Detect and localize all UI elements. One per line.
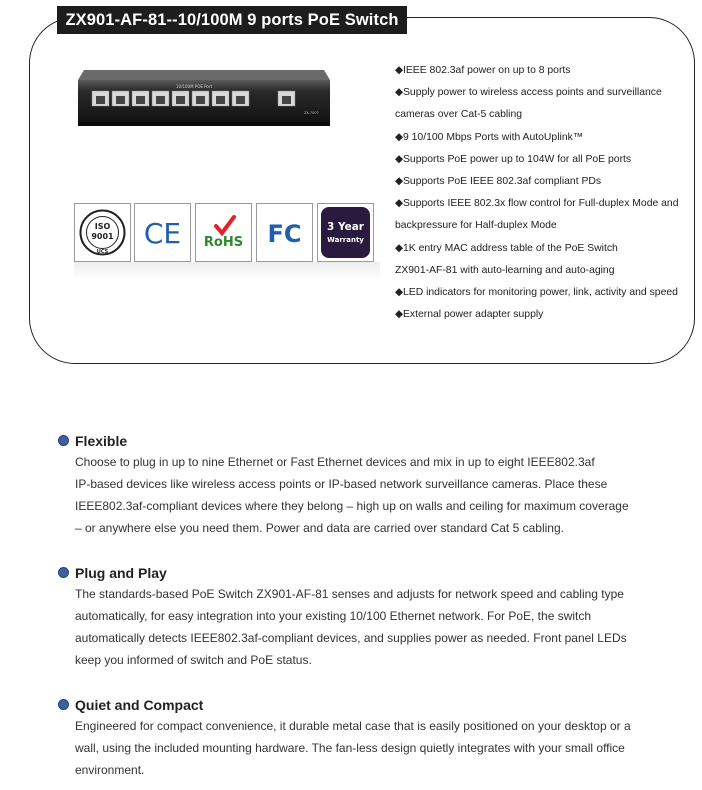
logo-reflection [74,262,380,280]
fcc-cert: FC [256,203,313,262]
rohs-cert: RoHS [195,203,252,262]
section-title: Quiet and Compact [75,697,204,713]
svg-text:CE: CE [144,217,181,250]
device-port-label: 10/100M POE Port [176,84,213,89]
ce-cert: CE [134,203,191,262]
check-icon [214,215,236,237]
section-title: Flexible [75,433,128,449]
bullet-dot-icon [58,699,69,710]
section-body: Choose to plug in up to nine Ethernet or… [75,455,629,535]
svg-text:3 Year: 3 Year [327,221,365,233]
feature-item: ◆Supply power to wireless access points … [395,87,662,99]
svg-text:Warranty: Warranty [327,236,364,244]
bullet-dot-icon [58,567,69,578]
feature-list: ◆IEEE 802.3af power on up to 8 ports ◆Su… [395,60,695,326]
section-title: Plug and Play [75,565,167,581]
svg-text:UCS: UCS [97,249,109,255]
bullet-dot-icon [58,435,69,446]
svg-text:ISO: ISO [95,222,111,231]
section-quiet-and-compact: Quiet and Compact Engineered for compact… [58,695,658,781]
iso-9001-cert: ISO 9001 UCS [74,203,131,262]
feature-item: ◆1K entry MAC address table of the PoE S… [395,242,618,254]
feature-item: cameras over Cat-5 cabling [395,109,523,121]
product-title: ZX901-AF-81--10/100M 9 ports PoE Switch [57,6,407,34]
feature-item: ◆Supports IEEE 802.3x flow control for F… [395,198,679,210]
device-model-label: ZX-7007 [304,111,319,115]
feature-item: ZX901-AF-81 with auto-learning and auto-… [395,264,615,276]
feature-item: ◆External power adapter supply [395,309,544,321]
section-body: Engineered for compact convenience, it d… [75,719,631,777]
svg-text:RoHS: RoHS [204,235,243,250]
section-flexible: Flexible Choose to plug in up to nine Et… [58,431,658,539]
feature-item: ◆Supports PoE IEEE 802.3af compliant PDs [395,176,602,188]
switch-device-image: 10/100M POE Port ZX-7007 [78,70,330,126]
svg-text:9001: 9001 [91,232,114,241]
feature-item: ◆9 10/100 Mbps Ports with AutoUplink™ [395,131,584,143]
svg-text:FC: FC [267,220,301,248]
section-plug-and-play: Plug and Play The standards-based PoE Sw… [58,563,658,671]
feature-item: ◆LED indicators for monitoring power, li… [395,287,678,299]
feature-item: ◆IEEE 802.3af power on up to 8 ports [395,65,571,76]
warranty-cert: 3 Year Warranty [317,203,374,262]
feature-item: backpressure for Half-duplex Mode [395,220,557,232]
section-body: The standards-based PoE Switch ZX901-AF-… [75,587,627,667]
feature-item: ◆Supports PoE power up to 104W for all P… [395,153,632,165]
